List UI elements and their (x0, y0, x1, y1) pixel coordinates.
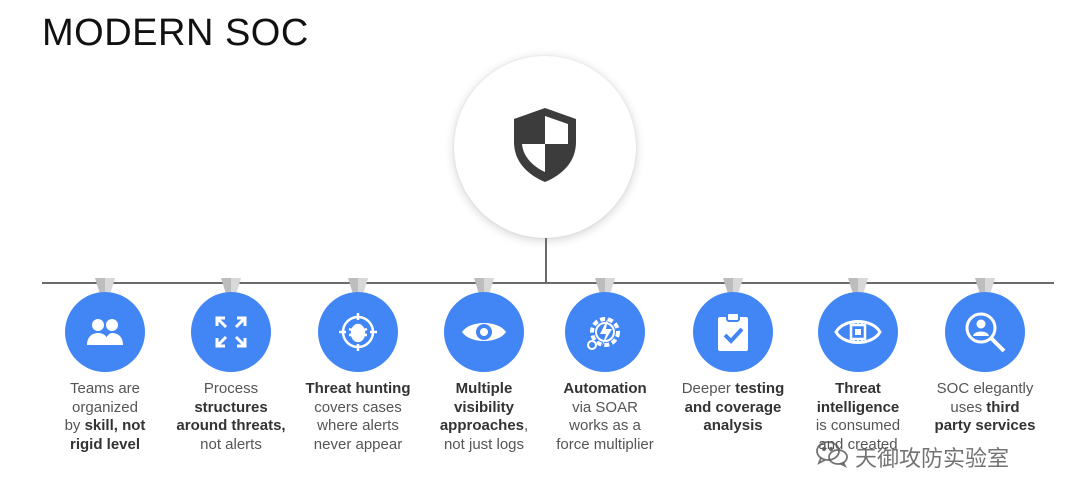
expand-arrows-icon (191, 292, 271, 372)
eye-chip-icon (818, 292, 898, 372)
caption-line: via SOAR (535, 399, 675, 418)
timeline-line (42, 282, 1054, 284)
caption-line: Teams are (35, 380, 175, 399)
caption-line: party services (915, 417, 1055, 436)
watermark: 天御攻防实验室 (815, 440, 1009, 474)
caption-bold-text: third (986, 398, 1020, 416)
caption-text: , (524, 417, 529, 434)
caption-text: Deeper (681, 380, 736, 397)
caption-line: works as a (535, 417, 675, 436)
caption-text: Process (203, 380, 259, 397)
caption-bold-text: Threat hunting (305, 380, 411, 397)
caption-text: force multiplier (556, 435, 654, 453)
caption-line: SOC elegantly (915, 380, 1055, 399)
caption-line: not alerts (161, 436, 301, 455)
caption-line: uses third (915, 399, 1055, 418)
caption-bold-text: Automation (563, 380, 647, 397)
caption-text: not alerts (200, 435, 262, 453)
caption-text: is consumed (815, 417, 901, 434)
soc-hub (454, 56, 636, 238)
caption-bold-text: and coverage (684, 398, 782, 416)
caption-line: rigid level (35, 436, 175, 455)
caption-line: never appear (288, 436, 428, 455)
caption-line: structures (161, 399, 301, 418)
caption-line: analysis (663, 417, 803, 436)
hub-connector (545, 238, 547, 284)
caption-bold-text: approaches (439, 417, 525, 434)
caption-line: Threat hunting (288, 380, 428, 399)
caption-line: approaches, (414, 417, 554, 436)
page-title: MODERN SOC (42, 12, 309, 54)
watermark-text: 天御攻防实验室 (855, 447, 1010, 472)
caption-line: covers cases (288, 399, 428, 418)
eye-icon (444, 292, 524, 372)
caption-text: where alerts (317, 417, 399, 434)
caption-bold-text: testing (735, 380, 785, 397)
caption-line: and coverage (663, 399, 803, 418)
caption-bold-text: skill, not (84, 417, 146, 434)
caption-text: via SOAR (572, 398, 638, 416)
caption-line: by skill, not (35, 417, 175, 436)
caption-line: Automation (535, 380, 675, 399)
people-icon (65, 292, 145, 372)
bug-target-icon (318, 292, 398, 372)
caption-bold-text: rigid level (69, 435, 141, 453)
caption-bold-text: Threat (835, 380, 881, 397)
caption-bold-text: visibility (453, 398, 515, 416)
gear-bolt-icon (565, 292, 645, 372)
caption-bold-text: analysis (703, 417, 763, 434)
caption-text: uses (950, 398, 987, 416)
wechat-icon (815, 440, 849, 474)
caption-line: organized (35, 399, 175, 418)
caption-line: Threat (788, 380, 928, 399)
caption-text: by (64, 417, 85, 434)
caption-text: never appear (313, 435, 403, 453)
caption-line: visibility (414, 399, 554, 418)
caption-line: Multiple (414, 380, 554, 399)
shield-icon (512, 106, 578, 189)
caption-bold-text: structures (194, 398, 268, 416)
caption-bold-text: party services (934, 417, 1036, 434)
caption-line: not just logs (414, 436, 554, 455)
caption-bold-text: intelligence (816, 398, 900, 416)
caption-line: intelligence (788, 399, 928, 418)
caption-text: organized (72, 398, 138, 416)
caption-line: force multiplier (535, 436, 675, 455)
caption-text: Teams are (69, 380, 141, 397)
caption-text: not just logs (443, 435, 525, 453)
caption-text: SOC elegantly (936, 380, 1034, 397)
caption-line: is consumed (788, 417, 928, 436)
caption-bold-text: Multiple (455, 380, 513, 397)
caption-line: where alerts (288, 417, 428, 436)
caption-line: around threats, (161, 417, 301, 436)
caption-text: works as a (569, 417, 641, 434)
caption-text: covers cases (314, 398, 402, 416)
clipboard-check-icon (693, 292, 773, 372)
caption-bold-text: around threats, (176, 417, 286, 434)
user-search-icon (945, 292, 1025, 372)
caption-line: Deeper testing (663, 380, 803, 399)
caption-line: Process (161, 380, 301, 399)
